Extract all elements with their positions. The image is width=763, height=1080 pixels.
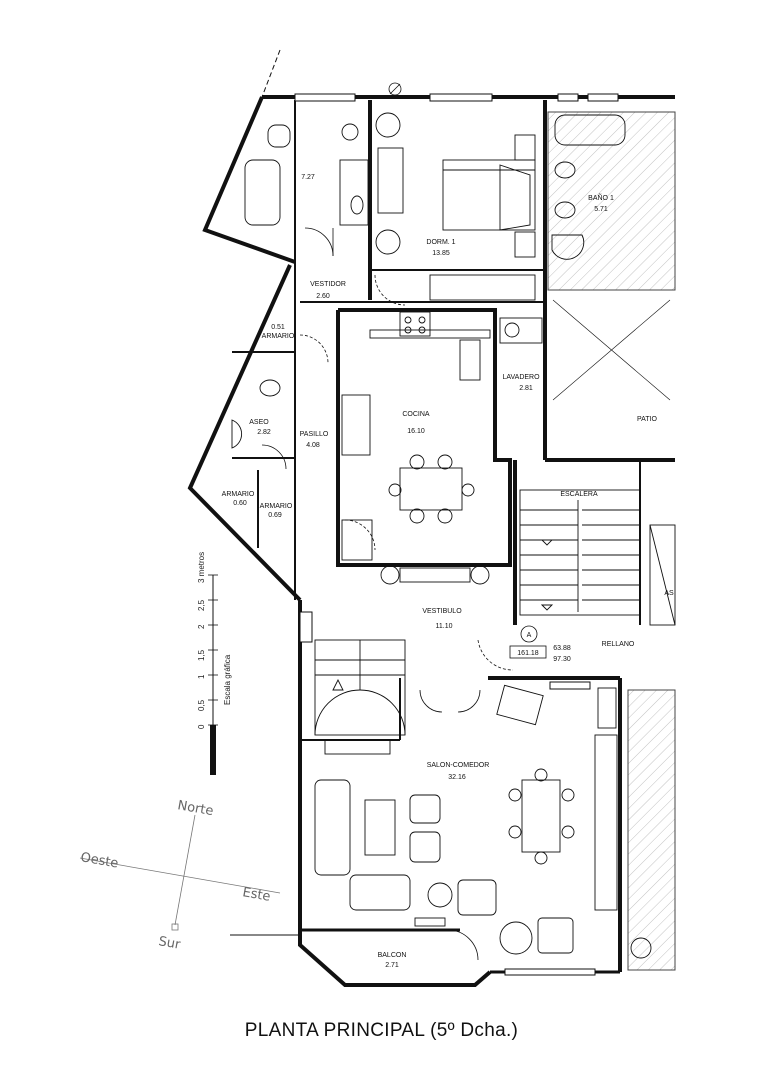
- vestibulo-name: VESTIBULO: [422, 608, 462, 615]
- vestidor-name: VESTIDOR: [310, 281, 346, 288]
- scale-tick-0: 0: [197, 724, 206, 729]
- totals-marker: A: [527, 632, 532, 639]
- scale-tick-2-5: 2,5: [197, 599, 206, 611]
- compass-west: Oeste: [79, 850, 119, 871]
- escalera-name: ESCALERA: [560, 491, 598, 498]
- patio-name: PATIO: [637, 416, 658, 423]
- furniture: [231, 112, 676, 959]
- pasillo-area: 4.08: [306, 442, 320, 449]
- armario3-area: 0.69: [268, 512, 282, 519]
- scale-unit: 3 metros: [197, 552, 206, 583]
- compass-south: Sur: [157, 934, 182, 953]
- windows: [294, 93, 619, 976]
- bano1-area: 5.71: [594, 206, 608, 213]
- bano1-name: BAÑO 1: [588, 193, 614, 202]
- lavadero-area: 2.81: [519, 385, 533, 392]
- area-totals: A 161.18 63.88 97.30: [509, 625, 571, 663]
- scale-tick-0-5: 0,5: [197, 699, 206, 711]
- asc-name: AS: [664, 590, 674, 597]
- rellano-name: RELLANO: [602, 641, 635, 648]
- totals-boxed: 161.18: [517, 650, 539, 657]
- pasillo-name: PASILLO: [300, 431, 329, 438]
- compass-east: Este: [241, 885, 271, 905]
- scale-tick-1-5: 1,5: [197, 649, 206, 661]
- doors: [261, 227, 514, 961]
- bath2-area: 7.27: [301, 174, 315, 181]
- vestibulo-area: 11.10: [436, 623, 453, 630]
- salon-name: SALON-COMEDOR: [427, 762, 490, 769]
- vestidor-area: 2.60: [316, 293, 330, 300]
- plan-title: PLANTA PRINCIPAL (5º Dcha.): [244, 1020, 519, 1041]
- armario1-name: ARMARIO: [262, 333, 295, 340]
- salon-area: 32.16: [448, 774, 466, 781]
- room-labels: 7.27 DORM. 1 13.85 BAÑO 1 5.71 VESTIDOR …: [222, 174, 674, 969]
- armario3-name: ARMARIO: [260, 503, 293, 510]
- north-marker-icon: [388, 82, 402, 96]
- armario1-area: 0.51: [271, 324, 285, 331]
- balcon-area: 2.71: [385, 962, 399, 969]
- totals-useful: 63.88: [553, 645, 571, 652]
- compass-north: Norte: [176, 798, 214, 819]
- scale-label: Escala gráfica: [223, 654, 232, 705]
- lavadero-name: LAVADERO: [502, 374, 540, 381]
- scale-tick-1: 1: [197, 674, 206, 679]
- graphic-scale: 0 0,5 1 1,5 2 2,5 3 metros Escala gráfic…: [197, 552, 232, 775]
- aseo-area: 2.82: [257, 429, 271, 436]
- aseo-name: ASEO: [249, 419, 269, 426]
- scale-tick-2: 2: [197, 624, 206, 629]
- totals-built: 97.30: [553, 656, 571, 663]
- cocina-name: COCINA: [402, 411, 430, 418]
- balcon-name: BALCON: [378, 952, 407, 959]
- dorm1-name: DORM. 1: [426, 239, 455, 246]
- neighbour-areas: [547, 111, 676, 971]
- compass-rose: Norte Sur Este Oeste: [79, 798, 281, 953]
- cocina-area: 16.10: [407, 428, 425, 435]
- dorm1-area: 13.85: [432, 250, 450, 257]
- armario2-name: ARMARIO: [222, 491, 255, 498]
- armario2-area: 0.60: [233, 500, 247, 507]
